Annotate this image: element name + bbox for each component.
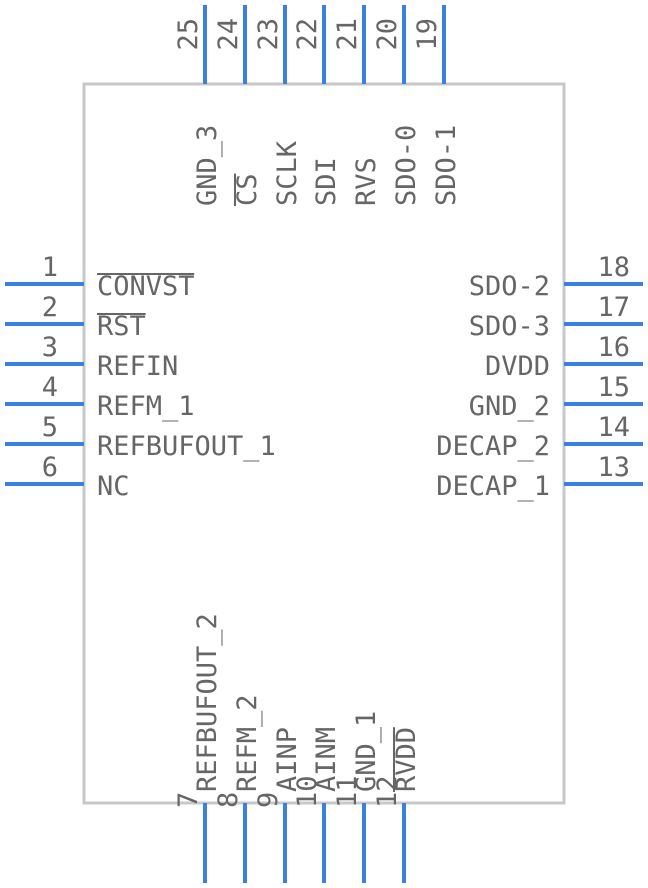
pin-number: 21 xyxy=(332,18,363,51)
pin-number: 11 xyxy=(332,775,363,808)
pin-label-rvdd: RVDD xyxy=(391,727,422,792)
pin-number: 24 xyxy=(213,18,244,51)
pin-label-refbufout-2: REFBUFOUT_2 xyxy=(192,613,223,792)
pin-label-convst: CONVST xyxy=(97,271,195,302)
pin-6: 6NC xyxy=(5,452,130,502)
pin-number: 7 xyxy=(173,792,204,808)
pin-number: 14 xyxy=(597,412,630,443)
pin-number: 2 xyxy=(42,292,58,323)
pin-number: 19 xyxy=(412,18,443,51)
pin-label-sdo-3: SDO-3 xyxy=(469,311,550,342)
pin-label-gnd-2: GND_2 xyxy=(469,391,550,422)
pin-number: 5 xyxy=(42,412,58,443)
pin-label-refbufout-1: REFBUFOUT_1 xyxy=(97,431,276,462)
pin-number: 6 xyxy=(42,452,58,483)
pin-number: 10 xyxy=(292,775,323,808)
pin-label-sclk: SCLK xyxy=(272,140,303,206)
pin-number: 22 xyxy=(292,18,323,51)
pin-label-rvs: RVS xyxy=(351,157,382,206)
pin-label-refm-1: REFM_1 xyxy=(97,391,195,422)
pin-number: 1 xyxy=(42,252,58,283)
pin-number: 17 xyxy=(597,292,630,323)
pin-label-rst: RST xyxy=(97,311,146,342)
pin-label-decap-1: DECAP_1 xyxy=(436,471,550,502)
pin-label-refin: REFIN xyxy=(97,351,178,382)
pin-number: 8 xyxy=(213,792,244,808)
ic-body xyxy=(82,82,566,805)
pin-number: 4 xyxy=(42,372,58,403)
pin-label-sdo-1: SDO-1 xyxy=(431,125,462,206)
pin-label-gnd-3: GND_3 xyxy=(192,125,223,206)
pin-label-sdi: SDI xyxy=(311,157,342,206)
pin-label-nc: NC xyxy=(97,471,130,502)
pin-number: 20 xyxy=(372,18,403,51)
pin-label-sdo-0: SDO-0 xyxy=(391,125,422,206)
pin-label-dvdd: DVDD xyxy=(485,351,550,382)
pin-label-decap-2: DECAP_2 xyxy=(436,431,550,462)
pin-number: 13 xyxy=(597,452,630,483)
pin-label-gnd-1: GND_1 xyxy=(351,711,382,792)
pin-label-cs: CS xyxy=(232,173,263,206)
pin-number: 25 xyxy=(173,18,204,51)
pin-number: 16 xyxy=(597,332,630,363)
pin-label-refm-2: REFM_2 xyxy=(232,694,263,792)
pin-number: 3 xyxy=(42,332,58,363)
pin-number: 23 xyxy=(253,18,284,51)
pin-number: 12 xyxy=(372,775,403,808)
pin-label-ainm: AINM xyxy=(311,727,342,792)
pin-label-sdo-2: SDO-2 xyxy=(469,271,550,302)
pin-number: 15 xyxy=(597,372,630,403)
pin-number: 18 xyxy=(597,252,630,283)
pin-number: 9 xyxy=(253,792,284,808)
pin-label-ainp: AINP xyxy=(272,727,303,792)
